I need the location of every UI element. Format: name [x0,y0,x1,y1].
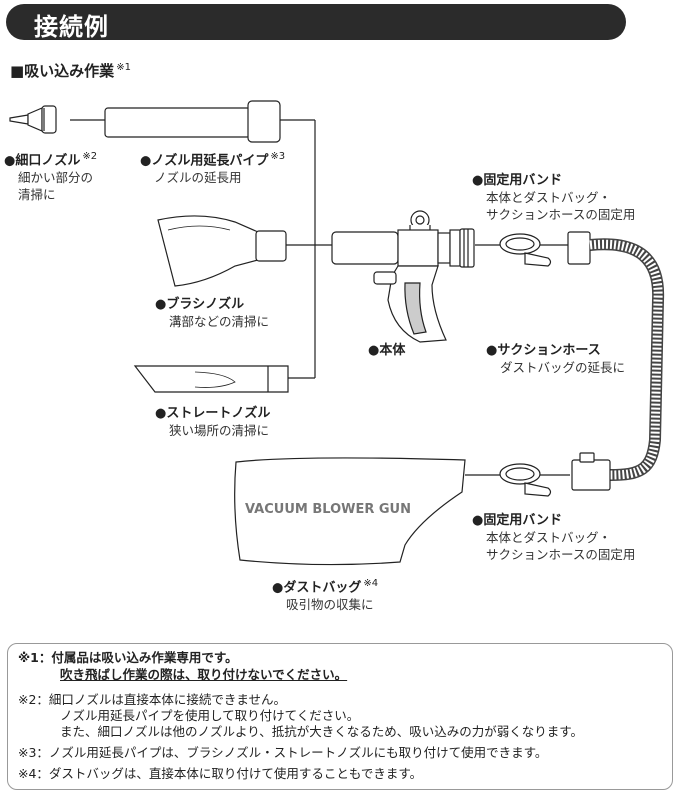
notes-box: ※1：付属品は吸い込み作業専用です。 吹き飛ばし作業の際は、取り付けないでくださ… [7,643,673,790]
note-1-warning: 吹き飛ばし作業の際は、取り付けないでください。 [60,667,348,682]
label-suction-hose: ●サクションホース ダストバッグの延長に [486,343,626,375]
bag-print: VACUUM BLOWER GUN [245,502,411,517]
note-2: ※2：細口ノズルは直接本体に接続できません。 [18,692,287,707]
note-3: ※3：ノズル用延長パイプは、ブラシノズル・ストレートノズルにも取り付けて使用でき… [18,745,548,760]
label-straight-nozzle: ●ストレートノズル 狭い場所の清掃に [155,406,271,438]
note-4: ※4：ダストバッグは、直接本体に取り付けて使用することもできます。 [18,766,423,781]
page-title: 接続例 [34,13,109,41]
label-band-top: ●固定用バンド 本体とダストバッグ・ サクションホースの固定用 [472,173,636,222]
label-band-bottom: ●固定用バンド 本体とダストバッグ・ サクションホースの固定用 [472,513,636,562]
note-1: ※1：付属品は吸い込み作業専用です。 [18,650,238,665]
fine-nozzle [9,105,57,134]
note-2-line3: また、細口ノズルは他のノズルより、抵抗が大きくなるため、吸い込みの力が弱くなりま… [60,724,584,739]
band-top [499,233,552,267]
label-dust-bag: ●ダストバッグ※4 吸引物の収集に [272,578,379,613]
straight-nozzle [133,365,289,393]
band-bottom [499,463,552,497]
blower-body [331,210,475,343]
note-mark: ※1 [116,62,131,73]
dust-bag: VACUUM BLOWER GUN [234,457,466,566]
label-brush-nozzle: ●ブラシノズル 溝部などの清掃に [155,297,270,329]
brush-nozzle [157,215,287,287]
header-bar: 接続例 [6,4,626,41]
section-title: ■吸い込み作業※1 [10,62,131,80]
label-extension-pipe: ●ノズル用延長パイプ※3 ノズルの延長用 [140,151,286,186]
extension-pipe [104,100,281,143]
note-2-line2: ノズル用延長パイプを使用して取り付けてください。 [60,708,360,723]
connection-diagram: VACUUM BLOWER GUN [9,100,665,566]
label-body: ●本体 [368,343,406,358]
label-fine-nozzle: ●細口ノズル※2 細かい部分の 清掃に [4,151,98,203]
suction-hose [567,231,665,491]
